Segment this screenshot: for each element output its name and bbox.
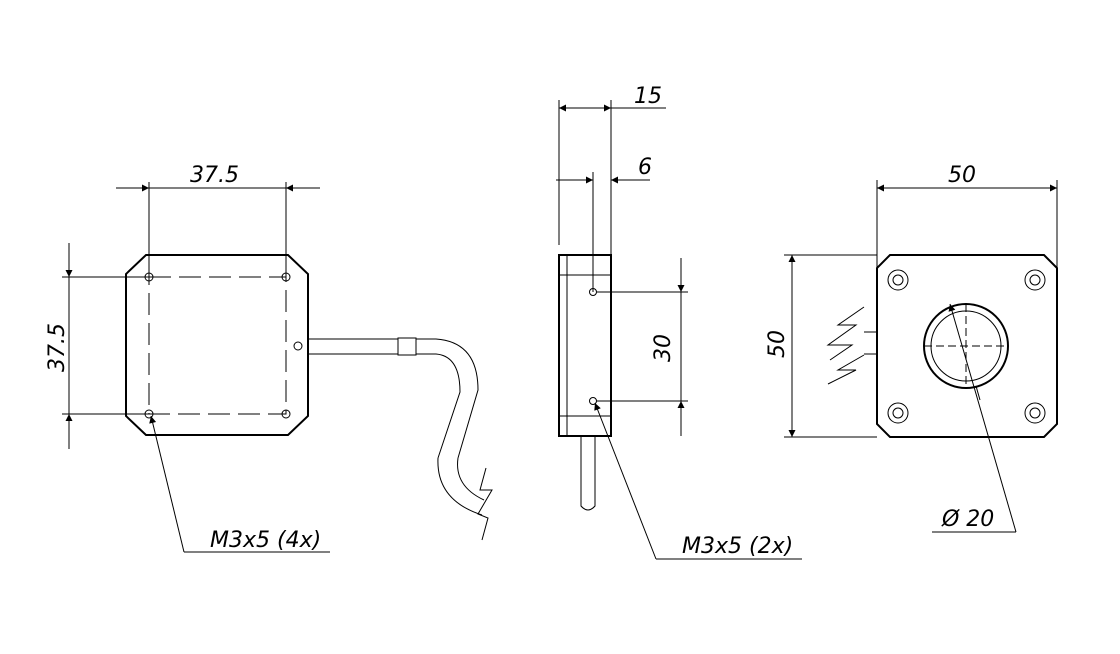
dim-side-thickness-label: 15	[634, 84, 662, 109]
dim-rear-width: 50	[876, 163, 1058, 268]
dim-side-hole-spacing: 30	[597, 258, 688, 436]
side-thread-callout: M3x5 (2x)	[682, 534, 793, 559]
dim-rear-width-label: 50	[948, 163, 976, 188]
cable	[308, 337, 493, 541]
dim-side-hole-offset-label: 6	[638, 155, 652, 180]
front-housing-outline	[125, 254, 309, 436]
cable-break-symbol	[826, 306, 877, 385]
side-view: 15 6 30 M3x5 (2x)	[556, 84, 802, 560]
rear-housing-outline	[876, 254, 1058, 438]
dim-front-width: 37.5	[116, 163, 320, 277]
leader-window-diameter: Ø 20	[932, 303, 1017, 533]
dim-side-hole-spacing-label: 30	[651, 334, 676, 362]
dim-front-width-label: 37.5	[190, 163, 239, 188]
rear-view: 50 50 Ø 20	[765, 163, 1058, 533]
mount-hole-icon	[589, 397, 597, 405]
leader-side-thread: M3x5 (2x)	[594, 402, 802, 560]
dim-window-diameter-label: Ø 20	[941, 507, 994, 532]
corner-hole-icon	[887, 402, 909, 424]
front-thread-callout: M3x5 (4x)	[210, 528, 321, 553]
dim-rear-height-label: 50	[765, 330, 790, 358]
side-cable-stub	[580, 436, 596, 511]
dim-front-height-label: 37.5	[45, 323, 70, 372]
dim-side-hole-offset: 6	[556, 155, 652, 292]
dim-front-height: 37.5	[45, 243, 149, 449]
dim-rear-height: 50	[765, 254, 877, 438]
leader-front-thread: M3x5 (4x)	[149, 415, 330, 553]
corner-hole-icon	[1024, 402, 1046, 424]
side-screw-icon	[293, 341, 303, 351]
front-view: 37.5 37.5 M3x5 (4x)	[45, 163, 493, 553]
corner-hole-icon	[1024, 269, 1046, 291]
corner-hole-icon	[887, 269, 909, 291]
hole-pattern-dashed	[148, 276, 287, 415]
mount-hole-icon	[281, 409, 291, 419]
side-housing-outline	[558, 254, 612, 437]
